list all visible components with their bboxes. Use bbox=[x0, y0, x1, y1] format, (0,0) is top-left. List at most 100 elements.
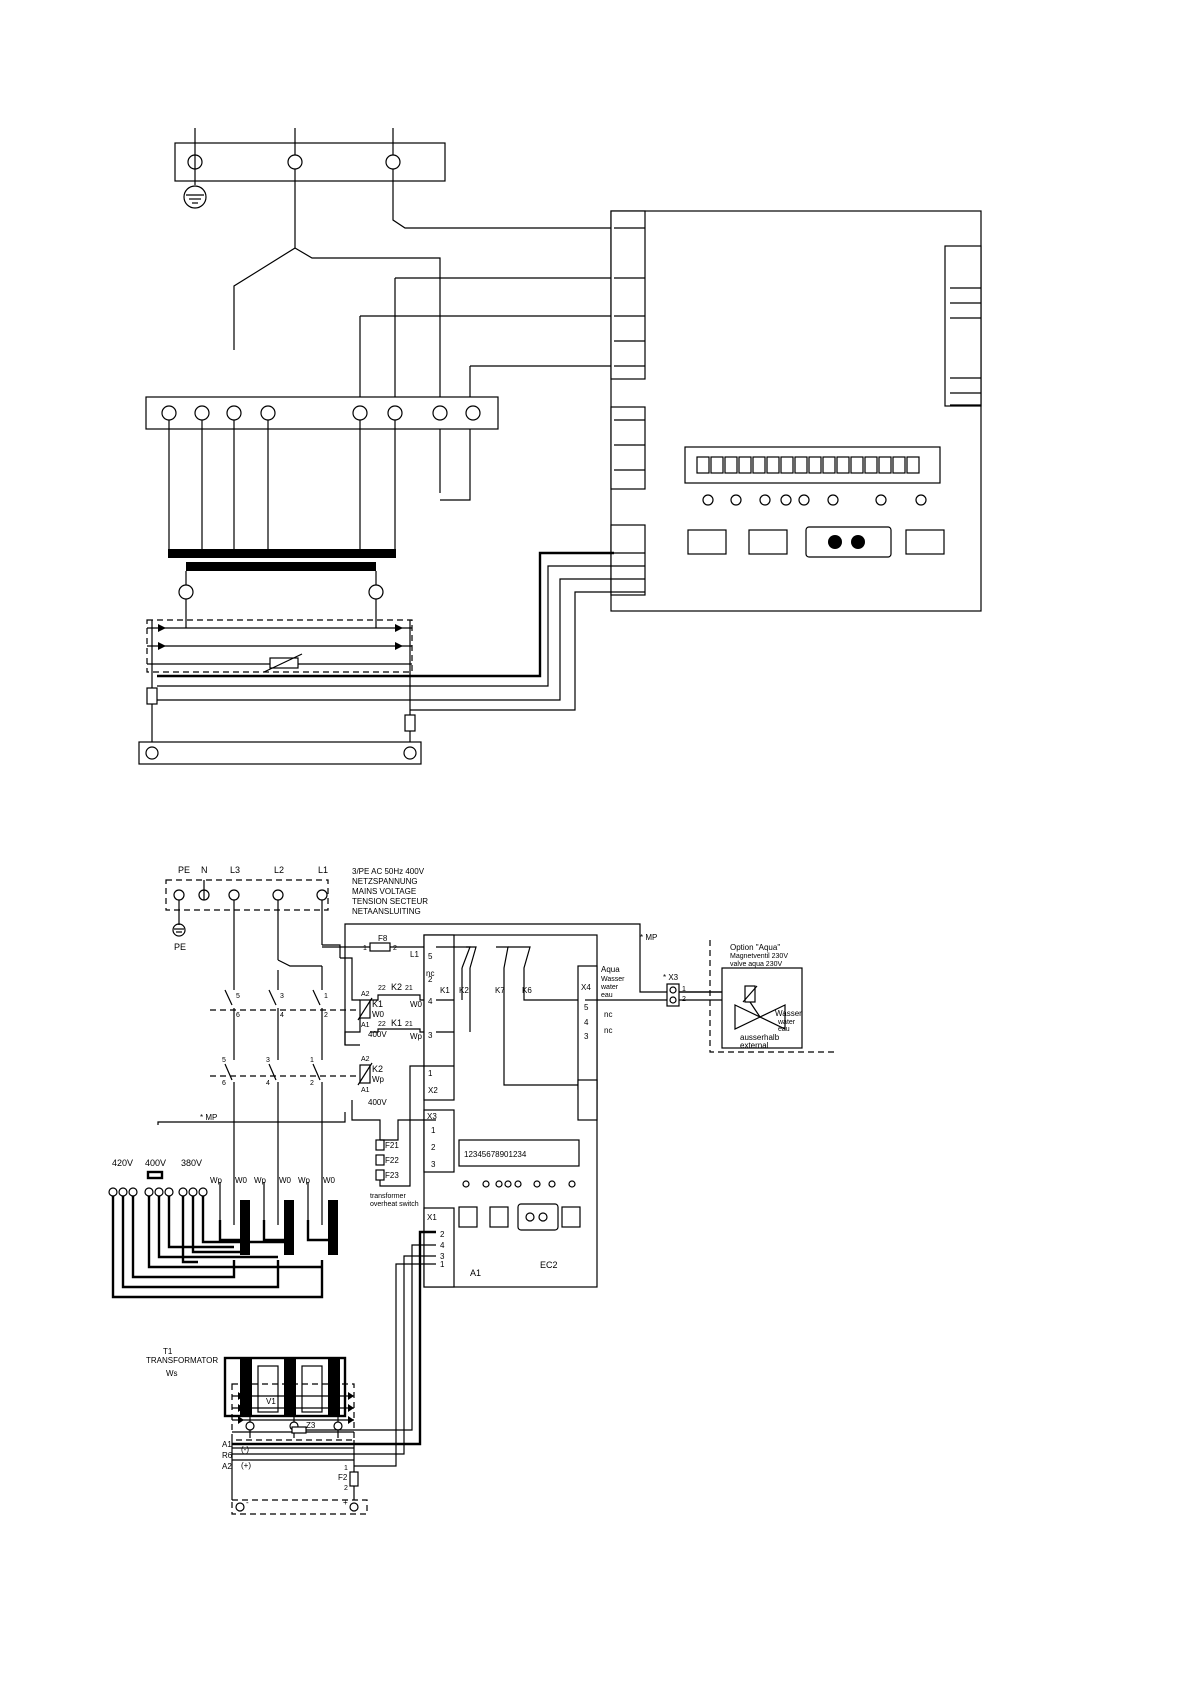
f23-switch bbox=[375, 1169, 385, 1181]
k2-coil-label: K2 bbox=[372, 1064, 383, 1074]
option-eau: eau bbox=[778, 1026, 790, 1033]
tap-wp1: Wp bbox=[210, 1176, 223, 1185]
mains-l3-label: L3 bbox=[230, 865, 240, 875]
k1-21: 21 bbox=[405, 1021, 413, 1028]
board-2: 2 bbox=[428, 975, 433, 984]
f2-label: F2 bbox=[338, 1473, 348, 1482]
board-l1: L1 bbox=[410, 950, 419, 959]
x3-ext-label: * X3 bbox=[663, 973, 679, 982]
board-x3-2: 2 bbox=[431, 1143, 436, 1152]
a2-label: A2 bbox=[222, 1462, 232, 1471]
top-button-3[interactable] bbox=[905, 529, 945, 555]
ec2-button-1[interactable] bbox=[458, 1206, 478, 1228]
tap-wp3: Wp bbox=[298, 1176, 311, 1185]
minus-label: (-) bbox=[241, 1445, 249, 1454]
v400-label: 400V bbox=[368, 1030, 387, 1039]
x4-eau: eau bbox=[601, 992, 613, 999]
ws-label: Ws bbox=[166, 1369, 178, 1378]
f23-label: F23 bbox=[385, 1171, 399, 1180]
f22-switch bbox=[375, 1154, 385, 1166]
k1-a1: A1 bbox=[361, 1022, 370, 1029]
tap-w02: W0 bbox=[279, 1176, 292, 1185]
f2-2: 2 bbox=[344, 1485, 348, 1492]
a1-label: A1 bbox=[222, 1440, 232, 1449]
tap-wp2: Wp bbox=[254, 1176, 267, 1185]
top-knob-panel[interactable] bbox=[805, 526, 892, 558]
ec2-button-3[interactable] bbox=[561, 1206, 581, 1228]
tap-380v: 380V bbox=[181, 1158, 202, 1168]
ground-pe-label: PE bbox=[174, 942, 186, 952]
x4-4: 4 bbox=[584, 1018, 589, 1027]
f2-1: 1 bbox=[344, 1465, 348, 1472]
ec2-button-2[interactable] bbox=[489, 1206, 509, 1228]
board-x1: X1 bbox=[427, 1213, 437, 1222]
x4-water: water bbox=[600, 984, 619, 991]
mains-terminal-block bbox=[165, 879, 329, 911]
transformer-label: TRANSFORMATOR bbox=[146, 1356, 218, 1365]
tap-420v: 420V bbox=[112, 1158, 133, 1168]
mp-label-2: * MP bbox=[200, 1113, 217, 1122]
f2-fuse bbox=[349, 1471, 359, 1487]
contact-5: 5 bbox=[236, 993, 240, 1000]
board-1: 1 bbox=[428, 1069, 433, 1078]
f8-p1: 1 bbox=[363, 945, 367, 952]
relay-k6: K6 bbox=[522, 986, 532, 995]
f22-label: F22 bbox=[385, 1156, 399, 1165]
k2-a2: A2 bbox=[361, 1056, 370, 1063]
z3-varistor bbox=[291, 1426, 307, 1434]
k2-wp: Wp bbox=[372, 1075, 385, 1084]
mains-n-label: N bbox=[201, 865, 208, 875]
ground-icon-bottom bbox=[172, 923, 186, 937]
board-a1: A1 bbox=[470, 1268, 481, 1278]
mp-label-1: * MP bbox=[640, 933, 657, 942]
relay-k1: K1 bbox=[440, 986, 450, 995]
option-water: water bbox=[777, 1019, 796, 1026]
tap-400v: 400V bbox=[145, 1158, 166, 1168]
contact-d3: 3 bbox=[266, 1057, 270, 1064]
t1-label: T1 bbox=[163, 1347, 173, 1356]
v1-rectifier bbox=[231, 1383, 355, 1441]
k1-w0: W0 bbox=[372, 1010, 385, 1019]
mains-voltage-1: 3/PE AC 50Hz 400V bbox=[352, 867, 425, 876]
contact-1: 1 bbox=[324, 993, 328, 1000]
f21-label: F21 bbox=[385, 1141, 399, 1150]
top-button-1[interactable] bbox=[687, 529, 727, 555]
ground-icon bbox=[183, 185, 207, 209]
x4-aqua: Aqua bbox=[601, 965, 620, 974]
contact-6: 6 bbox=[236, 1012, 240, 1019]
board-x1-1: 1 bbox=[440, 1260, 445, 1269]
ec2-knob-panel[interactable] bbox=[517, 1203, 559, 1231]
plus-label: (+) bbox=[241, 1461, 251, 1470]
option-ausserhalb: ausserhalb bbox=[740, 1033, 780, 1042]
k1-interlock-label: K1 bbox=[391, 1018, 402, 1028]
f21-switch bbox=[375, 1139, 385, 1151]
bottom-diagram: PE N L3 L2 L1 3/PE AC 50Hz 400V NETZSPAN… bbox=[108, 865, 835, 1515]
k2-400v: 400V bbox=[368, 1098, 387, 1107]
contact-3: 3 bbox=[280, 993, 284, 1000]
tap-w01: W0 bbox=[235, 1176, 248, 1185]
k2-22: 22 bbox=[378, 985, 386, 992]
x4-nc2: nc bbox=[604, 1026, 612, 1035]
board-x1-2: 2 bbox=[440, 1230, 445, 1239]
contact-d2: 2 bbox=[310, 1080, 314, 1087]
board-5: 5 bbox=[428, 952, 433, 961]
k2-interlock-label: K2 bbox=[391, 982, 402, 992]
ec2-display-text: 12345678901234 bbox=[464, 1150, 527, 1159]
k2-a1: A1 bbox=[361, 1087, 370, 1094]
x4-3: 3 bbox=[584, 1032, 589, 1041]
contact-d5: 5 bbox=[222, 1057, 226, 1064]
board-x3-1: 1 bbox=[431, 1126, 436, 1135]
board-nc: nc bbox=[426, 969, 434, 978]
contact-d6: 6 bbox=[222, 1080, 226, 1087]
tap-w03: W0 bbox=[323, 1176, 336, 1185]
top-button-2[interactable] bbox=[748, 529, 788, 555]
mains-voltage-4: TENSION SECTEUR bbox=[352, 897, 428, 906]
board-x2: X2 bbox=[428, 1086, 438, 1095]
out-plus: + bbox=[343, 1498, 348, 1507]
board-x3: X3 bbox=[427, 1112, 437, 1121]
f8-fuse[interactable] bbox=[369, 942, 391, 952]
contact-4: 4 bbox=[280, 1012, 284, 1019]
f8-label: F8 bbox=[378, 934, 388, 943]
top-display bbox=[684, 446, 941, 484]
